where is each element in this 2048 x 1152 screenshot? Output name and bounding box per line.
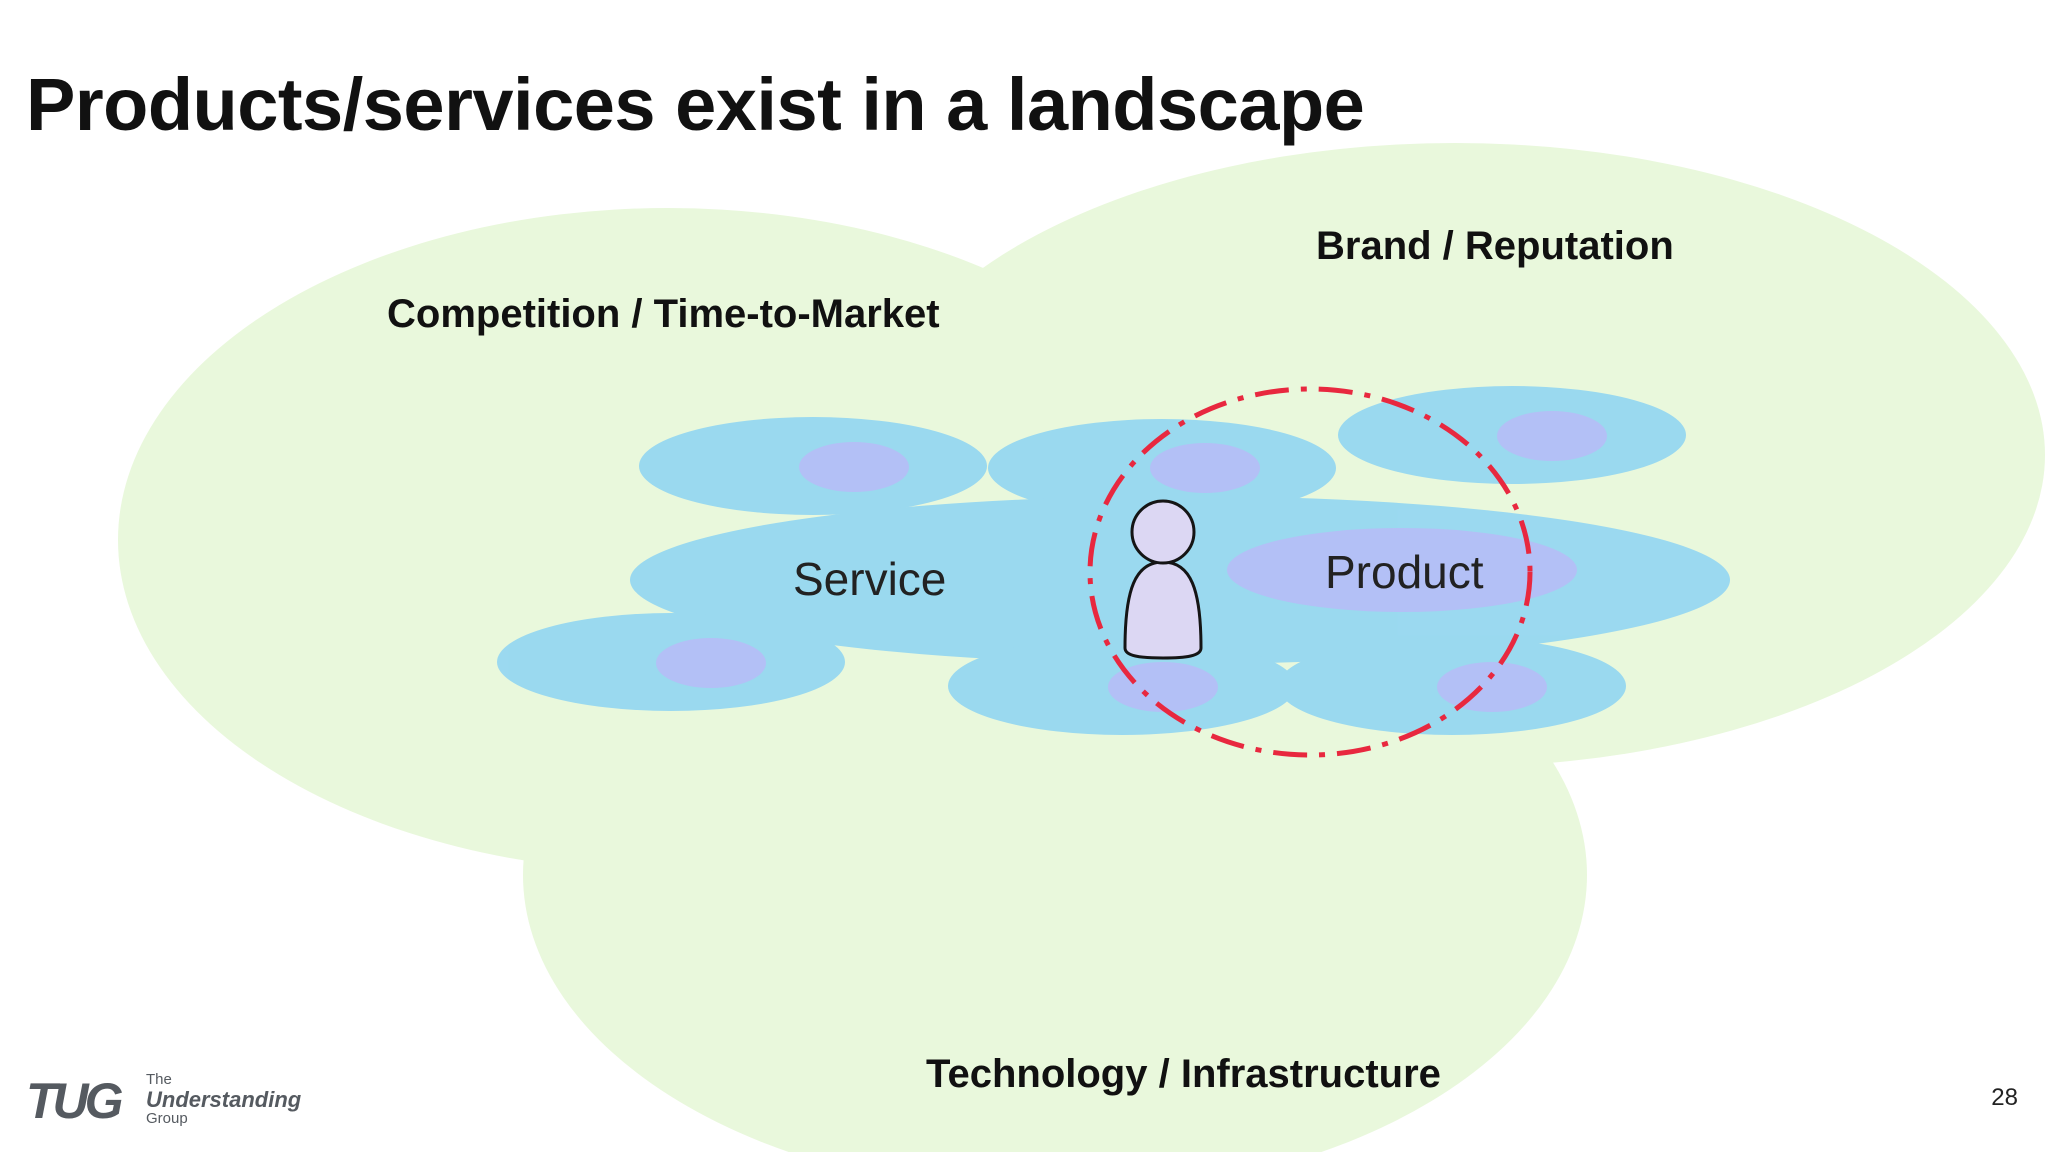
inner-ellipse-4 <box>656 638 766 688</box>
inner-ellipse-5 <box>1108 662 1218 712</box>
logo-line-understanding: Understanding <box>146 1086 302 1112</box>
region-label-brand: Brand / Reputation <box>1316 224 1674 268</box>
service-label: Service <box>793 553 946 605</box>
logo-wordmark: The Understanding Group <box>146 1072 301 1127</box>
inner-ellipses <box>656 411 1607 712</box>
inner-ellipse-3 <box>1497 411 1607 461</box>
inner-ellipse-2 <box>1150 443 1260 493</box>
region-label-technology: Technology / Infrastructure <box>926 1052 1441 1096</box>
product-label: Product <box>1325 546 1484 598</box>
person-icon <box>1123 499 1203 660</box>
logo-line-the: The <box>146 1071 172 1088</box>
inner-ellipse-1 <box>799 442 909 492</box>
page-number: 28 <box>1991 1084 2018 1111</box>
inner-ellipse-product <box>1227 528 1577 612</box>
company-logo: TUG The Understanding Group <box>26 1068 326 1129</box>
region-label-competition: Competition / Time-to-Market <box>387 292 940 336</box>
inner-ellipse-6 <box>1437 662 1547 712</box>
focus-ring <box>1087 386 1533 758</box>
logo-line-group: Group <box>146 1109 188 1127</box>
logo-mark: TUG <box>26 1073 124 1129</box>
slide-title: Products/services exist in a landscape <box>26 63 1365 146</box>
